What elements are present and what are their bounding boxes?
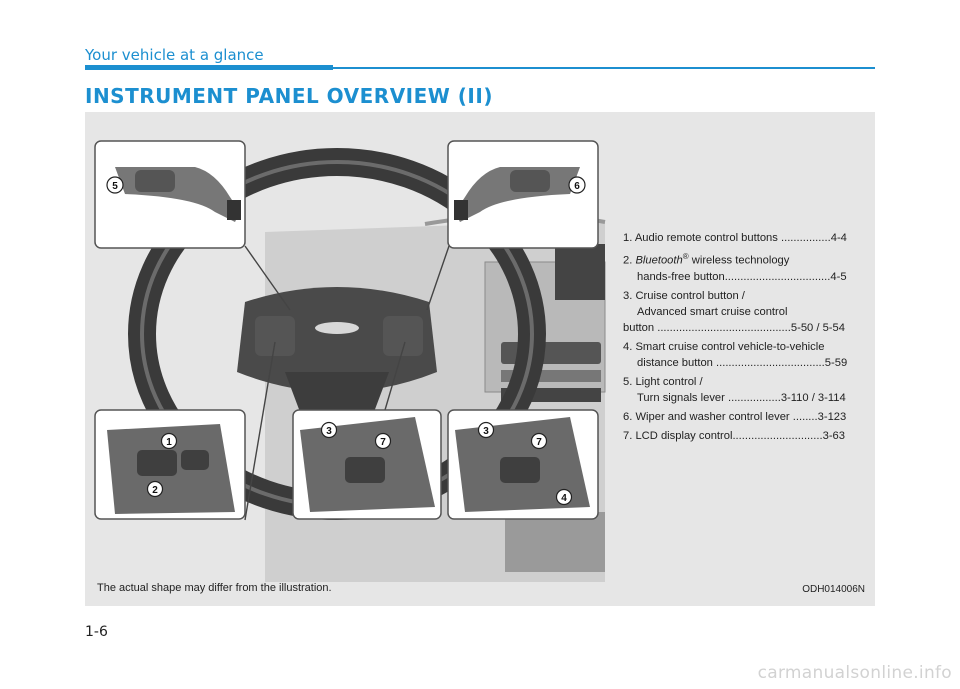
illustration-panel: 5 6 1 2 3 7 3 7 4 1. Audio remote contro… — [85, 112, 875, 606]
callout-2: 2 — [152, 485, 158, 496]
header-rule-thick — [85, 65, 333, 70]
list-item: 7. LCD display control..................… — [623, 428, 877, 444]
steering-wheel-drawing — [128, 148, 546, 520]
item-list: 1. Audio remote control buttons ........… — [623, 230, 877, 447]
callout-1: 1 — [166, 437, 172, 448]
callout-7: 7 — [380, 437, 386, 448]
section-title: Your vehicle at a glance — [85, 46, 264, 64]
callout-3: 3 — [326, 426, 332, 437]
list-item: 5. Light control / Turn signals lever ..… — [623, 374, 877, 406]
watermark: carmanualsonline.info — [757, 663, 952, 683]
item-number: 5. — [623, 375, 633, 388]
item-text-line3: button .................................… — [623, 321, 845, 334]
inset-smart-cruise-control — [447, 409, 599, 520]
item-text-line2: distance button ........................… — [637, 356, 848, 369]
list-item: 2. Bluetooth® wireless technology hands-… — [623, 249, 877, 285]
item-text-line2: hands-free button.......................… — [637, 270, 847, 283]
list-item: 4. Smart cruise control vehicle-to-vehic… — [623, 339, 877, 371]
item-text: Cruise control button / — [635, 289, 745, 302]
list-item: 6. Wiper and washer control lever ......… — [623, 409, 877, 425]
page-number: 1-6 — [85, 624, 108, 640]
inset-light-control — [94, 140, 246, 249]
callout-5: 5 — [112, 181, 118, 192]
list-item: 1. Audio remote control buttons ........… — [623, 230, 877, 246]
item-number: 4. — [623, 340, 633, 353]
figure-code: ODH014006N — [802, 584, 865, 595]
instrument-panel-illustration: 5 6 1 2 3 7 3 7 4 — [94, 140, 606, 582]
callout-3b: 3 — [483, 426, 489, 437]
header-rule-thin — [333, 67, 875, 69]
leader-lines — [244, 245, 450, 521]
item-text: Audio remote control buttons ...........… — [634, 232, 847, 244]
illustration-caption: The actual shape may differ from the ill… — [97, 582, 332, 594]
item-text-line2: Advanced smart cruise control — [637, 305, 788, 318]
item-text-line2: Turn signals lever .................3-11… — [637, 391, 846, 404]
item-text: Light control / — [635, 375, 703, 388]
list-item: 3. Cruise control button / Advanced smar… — [623, 288, 877, 336]
callout-4: 4 — [561, 493, 567, 504]
item-text: LCD display control.....................… — [635, 429, 845, 442]
inset-cruise-control — [292, 409, 442, 520]
item-number: 6. — [623, 410, 633, 423]
item-text: Smart cruise control vehicle-to-vehicle — [635, 340, 825, 353]
item-number: 2. — [623, 254, 633, 267]
item-number: 1. — [623, 232, 633, 244]
item-text-italic: Bluetooth — [635, 254, 683, 267]
item-text: Wiper and washer control lever ........3… — [635, 410, 847, 423]
item-number: 7. — [623, 429, 633, 442]
inset-audio-remote — [94, 409, 246, 520]
callout-7b: 7 — [536, 437, 542, 448]
item-text: wireless technology — [688, 254, 790, 267]
inset-wiper-control — [447, 140, 599, 249]
item-registered-mark: ® — [682, 252, 689, 261]
callout-6: 6 — [574, 181, 580, 192]
item-number: 3. — [623, 289, 633, 302]
page-heading: INSTRUMENT PANEL OVERVIEW (II) — [85, 84, 493, 108]
